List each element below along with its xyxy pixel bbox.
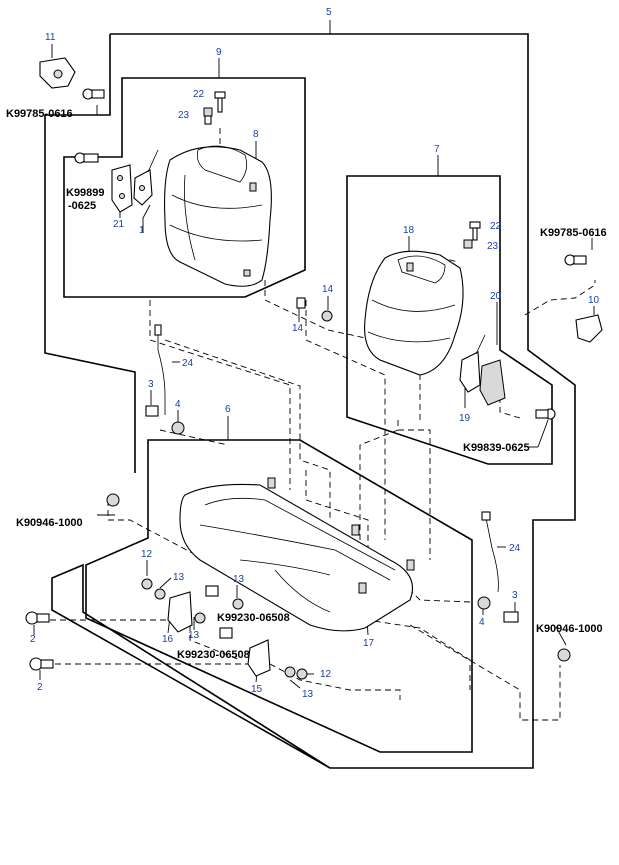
bracket-15 [247,639,271,677]
pin-22-left [214,91,226,113]
bolt-3-left [145,405,159,417]
part-number-k99899-suffix: -0625 [68,200,96,212]
callout-6: 6 [225,404,231,415]
nut-23-right [463,239,473,249]
nut-12-a [141,578,153,590]
latch-11 [39,57,76,89]
part-number-k99230-a: K99230-06508 [217,612,290,624]
callout-22: 22 [490,221,502,232]
callout-14: 14 [322,284,334,295]
callout-23: 23 [178,110,190,121]
callout-12: 12 [320,669,332,680]
assembly-frame-5-left [44,34,136,473]
callout-13: 13 [188,630,200,641]
part-number-k99785-upper: K99785-0616 [6,108,73,120]
nut-12-b [296,668,308,680]
bolt-k99839 [535,408,556,420]
bolt-k99785-upper [82,88,105,100]
callout-22: 22 [193,89,205,100]
hinge-19 [459,334,486,393]
callout-18: 18 [403,225,415,236]
part-number-k99230-b: K99230-06508 [177,649,250,661]
bolt-3-right [503,611,519,623]
assembly-frame-9 [63,77,306,298]
nut-13-b [232,598,244,610]
callout-13: 13 [233,574,245,585]
hinge-bracket-21 [111,164,133,213]
clip-14a [296,297,306,309]
callout-3: 3 [148,379,154,390]
dashed-guides [40,128,596,721]
belt-24-left [154,324,166,415]
callout-24: 24 [182,358,194,369]
callout-24: 24 [509,543,521,554]
part-number-k99785-right: K99785-0616 [540,227,607,239]
nut-k90946-right [557,648,571,662]
part-number-k90946-right: K90946-1000 [536,623,603,635]
assembly-frame-5 [51,33,576,769]
callout-19: 19 [459,413,471,424]
callout-23: 23 [487,241,499,252]
callout-14: 14 [292,323,304,334]
bolt-k99785-right [564,254,587,266]
callout-9: 9 [216,47,222,58]
callout-12: 12 [141,549,153,560]
callout-20: 20 [490,291,502,302]
assembly-frame-6 [85,439,473,753]
callout-4: 4 [175,399,181,410]
part-number-k90946-left: K90946-1000 [16,517,83,529]
callout-3: 3 [512,590,518,601]
assembly-frame-7 [346,175,553,465]
callout-13: 13 [173,572,185,583]
hinge-bracket-1 [133,149,159,206]
nut-4-right [477,596,491,610]
callout-16: 16 [162,634,174,645]
callout-7: 7 [434,144,440,155]
callout-2: 2 [30,634,36,645]
nut-4-left [171,421,185,435]
callout-5: 5 [326,7,332,18]
callout-2: 2 [37,682,43,693]
part-number-k99899: K99899 [66,187,105,199]
nut-13-c [194,612,206,624]
callout-8: 8 [253,129,259,140]
callout-17: 17 [363,638,375,649]
callout-13: 13 [302,689,314,700]
cover-20 [479,359,506,406]
callout-15: 15 [251,684,263,695]
bolt-k99230-b [219,627,233,639]
callout-11: 11 [45,32,56,43]
bolt-2-b [29,657,54,671]
callout-4: 4 [479,617,485,628]
belt-24-right [481,511,499,593]
callout-10: 10 [588,295,600,306]
latch-10 [575,314,603,343]
bracket-16 [167,591,193,633]
clip-14b [321,310,333,322]
seat-back-left [164,145,272,287]
pin-22-right [469,221,481,241]
bolt-2-a [25,611,50,625]
nut-23-left [203,107,213,125]
bolt-k99230-a [205,585,219,597]
nut-13-a [154,588,166,600]
part-number-k99839: K99839-0625 [463,442,530,454]
seat-cushion [179,477,415,632]
nut-13-d [284,666,296,678]
nut-k90946-left [106,493,120,507]
callout-1: 1 [139,225,145,236]
callout-21: 21 [113,219,125,230]
seat-back-right [364,250,464,376]
bolt-k99899 [74,152,99,164]
